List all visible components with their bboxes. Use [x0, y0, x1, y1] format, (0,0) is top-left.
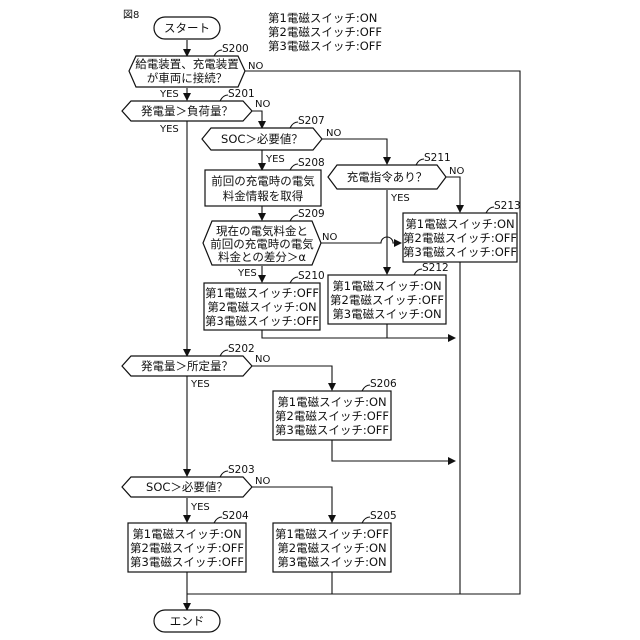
s213-line-1: 第1電磁スイッチ:ON: [405, 217, 514, 231]
s201-yes: YES: [159, 124, 179, 135]
s209-yes: YES: [237, 268, 257, 279]
s206-line-3: 第3電磁スイッチ:OFF: [275, 423, 389, 437]
s200-id: S200: [222, 43, 249, 55]
legend-line-1: 第1電磁スイッチ:ON: [268, 11, 377, 25]
s205-line-1: 第1電磁スイッチ:OFF: [275, 527, 389, 541]
s207-id: S207: [298, 115, 325, 127]
s207-yes: YES: [265, 154, 285, 165]
s209-line-2: 前回の充電時の電気: [210, 237, 314, 251]
s203-yes: YES: [190, 502, 210, 513]
s210-line-1: 第1電磁スイッチ:OFF: [205, 286, 319, 300]
step-s211: 充電指令あり？ S211: [328, 152, 451, 189]
s208-id: S208: [298, 157, 325, 169]
step-s205: 第1電磁スイッチ:OFF 第2電磁スイッチ:ON 第3電磁スイッチ:ON S20…: [273, 510, 397, 572]
s205-line-2: 第2電磁スイッチ:ON: [277, 541, 386, 555]
s210-line-3: 第3電磁スイッチ:OFF: [205, 314, 319, 328]
end-label: エンド: [170, 614, 205, 628]
s209-no: NO: [322, 232, 337, 243]
s207-line-1: SOC＞必要値？: [221, 132, 303, 146]
s211-id: S211: [424, 152, 451, 164]
step-s202: 発電量＞所定量？ S202: [122, 343, 255, 376]
start-terminal: スタート: [154, 17, 220, 39]
s200-no: NO: [248, 61, 263, 72]
step-s209: 現在の電気料金と 前回の充電時の電気 料金との差分＞α S209: [203, 208, 325, 265]
edge-s207-s211: [322, 139, 387, 164]
step-s204: 第1電磁スイッチ:ON 第2電磁スイッチ:OFF 第3電磁スイッチ:OFF S2…: [128, 510, 249, 572]
step-s212: 第1電磁スイッチ:ON 第2電磁スイッチ:OFF 第3電磁スイッチ:ON S21…: [328, 262, 449, 324]
s203-no: NO: [255, 476, 270, 487]
s213-line-3: 第3電磁スイッチ:OFF: [403, 245, 517, 259]
step-s210: 第1電磁スイッチ:OFF 第2電磁スイッチ:ON 第3電磁スイッチ:OFF S2…: [204, 270, 325, 330]
edge-s205-merge: [187, 572, 332, 594]
s204-id: S204: [222, 510, 249, 522]
edge-s202-s206: [252, 366, 332, 390]
s204-line-2: 第2電磁スイッチ:OFF: [130, 541, 244, 555]
s201-id: S201: [228, 88, 255, 100]
s202-line-1: 発電量＞所定量？: [141, 359, 233, 373]
legend-line-2: 第2電磁スイッチ:OFF: [268, 25, 382, 39]
s206-id: S206: [370, 378, 397, 390]
s213-id: S213: [494, 200, 521, 212]
s201-line-1: 発電量＞負荷量？: [141, 104, 233, 118]
figure-label: 図8: [123, 9, 139, 21]
s211-yes: YES: [390, 193, 410, 204]
s201-no: NO: [255, 99, 270, 110]
s210-line-2: 第2電磁スイッチ:ON: [207, 300, 316, 314]
s204-line-3: 第3電磁スイッチ:OFF: [130, 555, 244, 569]
s209-line-1: 現在の電気料金と: [216, 224, 308, 238]
s211-no: NO: [449, 166, 464, 177]
step-s203: SOC＞必要値？ S203: [122, 464, 255, 497]
s213-line-2: 第2電磁スイッチ:OFF: [403, 231, 517, 245]
edge-s210-merge: [262, 330, 455, 338]
s212-id: S212: [422, 262, 449, 274]
edge-s201-s207: [252, 111, 262, 128]
s200-yes: YES: [159, 89, 179, 100]
step-s206: 第1電磁スイッチ:ON 第2電磁スイッチ:OFF 第3電磁スイッチ:OFF S2…: [273, 378, 397, 440]
step-s200: 給電装置、充電装置 が車両に接続？ S200: [129, 43, 249, 87]
step-s208: 前回の充電時の電気 料金情報を取得 S208: [205, 157, 325, 206]
s206-line-2: 第2電磁スイッチ:OFF: [275, 409, 389, 423]
s212-line-2: 第2電磁スイッチ:OFF: [330, 293, 444, 307]
s212-line-3: 第3電磁スイッチ:ON: [332, 307, 441, 321]
s210-id: S210: [298, 270, 325, 282]
end-terminal: エンド: [154, 610, 220, 632]
s208-line-2: 料金情報を取得: [223, 189, 304, 203]
s202-no: NO: [255, 354, 270, 365]
legend-line-3: 第3電磁スイッチ:OFF: [268, 39, 382, 53]
s209-id: S209: [298, 208, 325, 220]
s209-line-3: 料金との差分＞α: [218, 250, 306, 264]
legend: 第1電磁スイッチ:ON 第2電磁スイッチ:OFF 第3電磁スイッチ:OFF: [268, 11, 382, 53]
s212-line-1: 第1電磁スイッチ:ON: [332, 279, 441, 293]
s206-line-1: 第1電磁スイッチ:ON: [277, 395, 386, 409]
s200-line-1: 給電装置、充電装置: [135, 57, 239, 71]
edge-s211-s213: [446, 177, 460, 212]
s203-id: S203: [228, 464, 255, 476]
s202-yes: YES: [190, 379, 210, 390]
step-s213: 第1電磁スイッチ:ON 第2電磁スイッチ:OFF 第3電磁スイッチ:OFF S2…: [403, 200, 521, 262]
s200-line-2: が車両に接続？: [147, 71, 228, 85]
s202-id: S202: [228, 343, 255, 355]
start-label: スタート: [164, 21, 210, 35]
s211-line-1: 充電指令あり？: [347, 170, 428, 184]
edge-s203-s205: [252, 487, 332, 522]
s207-no: NO: [326, 128, 341, 139]
edge-s206-merge: [332, 440, 455, 461]
s205-id: S205: [370, 510, 397, 522]
s204-line-1: 第1電磁スイッチ:ON: [132, 527, 241, 541]
s205-line-3: 第3電磁スイッチ:ON: [277, 555, 386, 569]
s203-line-1: SOC＞必要値？: [146, 480, 228, 494]
s208-line-1: 前回の充電時の電気: [211, 174, 315, 188]
step-s201: 発電量＞負荷量？ S201: [122, 88, 255, 121]
